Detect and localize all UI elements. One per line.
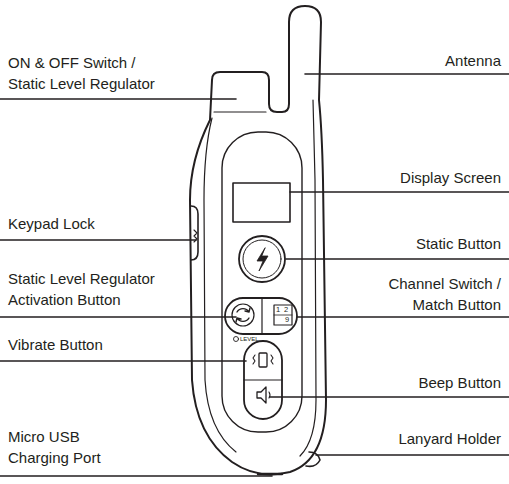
part-label: ON & OFF Switch / Static Level Regulator: [8, 52, 168, 94]
part-label: Static Level Regulator Activation Button: [8, 268, 168, 310]
part-label: Micro USB Charging Port: [8, 426, 118, 468]
part-label: Beep Button: [330, 372, 501, 393]
part-label: Keypad Lock: [8, 213, 158, 234]
button-marking: 9: [285, 316, 289, 324]
part-label: Antenna: [380, 50, 501, 71]
part-label: Static Button: [330, 233, 501, 254]
button-marking: 2: [284, 306, 288, 314]
part-label: Display Screen: [330, 167, 501, 188]
button-marking: 1: [276, 306, 280, 314]
part-label: Vibrate Button: [8, 334, 178, 355]
part-label: Channel Switch / Match Button: [351, 273, 501, 315]
part-label: Lanyard Holder: [330, 428, 501, 449]
button-marking: LEVEL: [240, 336, 259, 342]
